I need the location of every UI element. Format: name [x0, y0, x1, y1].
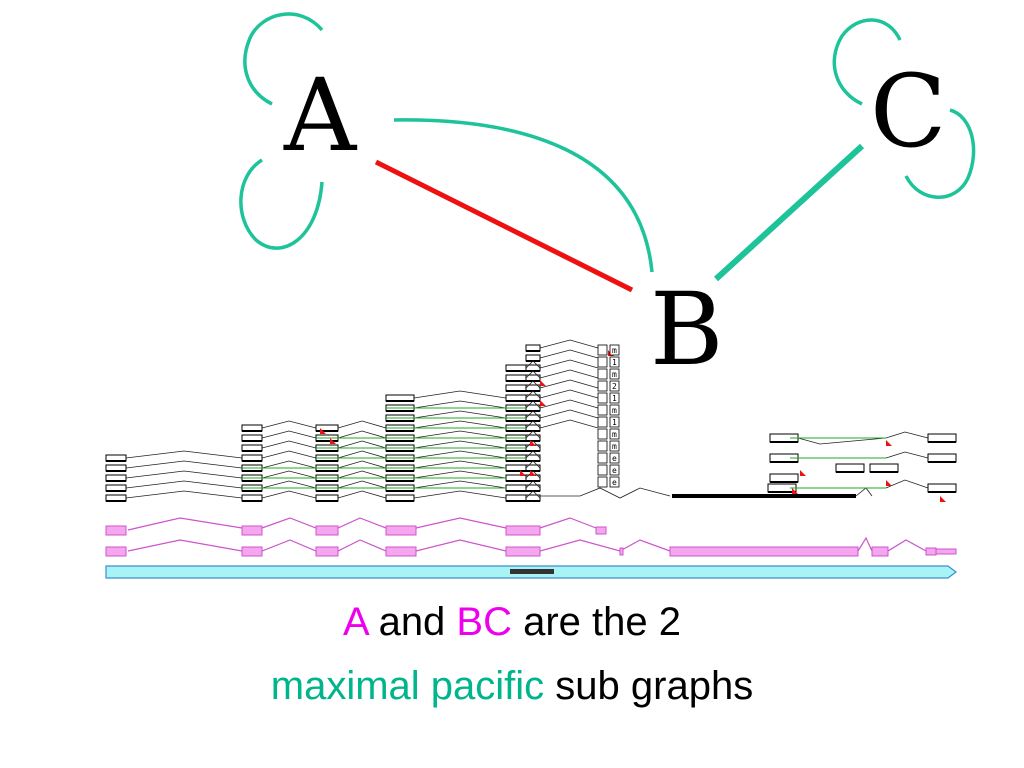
- node-c-label: C: [870, 53, 947, 170]
- red-marker: [540, 400, 546, 406]
- tag-box: [609, 440, 620, 452]
- caption-a: A: [342, 600, 368, 644]
- intron-path: [525, 369, 599, 379]
- tag-box: [597, 476, 608, 488]
- caption-rest-1: are the 2: [512, 600, 682, 644]
- tag-box: [609, 404, 620, 416]
- tag-box: [609, 464, 620, 476]
- red-marker: [530, 440, 536, 446]
- caption-line-1: A and BC are the 2: [0, 598, 1024, 646]
- tag-letter: 1: [612, 394, 617, 403]
- exon-block-right: [927, 433, 957, 443]
- caption-maximal-pacific: maximal pacific: [270, 664, 545, 708]
- exon-block-right: [927, 453, 957, 463]
- pink-transcript-track-1: [105, 517, 607, 536]
- tag-box: [597, 404, 608, 416]
- tag-box: [609, 356, 620, 368]
- tag-box: [609, 428, 620, 440]
- c-self-loop-top: [832, 18, 902, 106]
- genome-axis-bar: [105, 565, 957, 579]
- red-marker: [540, 380, 546, 386]
- tag-box: [597, 356, 608, 368]
- intron-path: [125, 460, 541, 469]
- exon-block-right: [869, 463, 899, 473]
- node-a-label: A: [283, 57, 358, 174]
- tag-box: [609, 380, 620, 392]
- red-marker: [520, 470, 526, 476]
- long-exon: [672, 494, 856, 498]
- red-marker: [886, 440, 892, 446]
- tag-letter: m: [612, 346, 617, 355]
- exon-block-right: [927, 483, 957, 493]
- red-marker: [330, 438, 336, 444]
- intron-path: [525, 379, 599, 389]
- a-self-loop-bottom: [239, 158, 324, 250]
- caption-bc: BC: [456, 600, 512, 644]
- exon-block-right: [769, 473, 799, 483]
- tag-box: [597, 392, 608, 404]
- tag-box: [597, 344, 608, 356]
- red-marker: [320, 428, 326, 434]
- edge-a-b-red: [374, 159, 634, 293]
- red-marker: [800, 470, 806, 476]
- exon-block-right: [835, 463, 865, 473]
- tag-letter: 2: [612, 382, 617, 391]
- tag-box: [597, 368, 608, 380]
- red-marker: [940, 496, 946, 502]
- tag-letter: m: [612, 430, 617, 439]
- tag-letter: 1: [612, 418, 617, 427]
- tag-box: [597, 380, 608, 392]
- tag-box: [609, 392, 620, 404]
- tag-letter: m: [612, 442, 617, 451]
- tag-letter: 1: [612, 358, 617, 367]
- tag-letter: e: [612, 466, 617, 475]
- pink-transcript-track-2: [105, 536, 957, 557]
- caption-line-2: maximal pacific sub graphs: [0, 662, 1024, 710]
- tag-letter: e: [612, 454, 617, 463]
- tag-box: [609, 452, 620, 464]
- intron-path: [539, 349, 599, 359]
- intron-path-right: [797, 431, 929, 489]
- caption-rest-2: sub graphs: [544, 664, 754, 708]
- tag-box: [609, 476, 620, 488]
- intron-path: [413, 409, 599, 419]
- caption-and: and: [367, 600, 457, 644]
- red-marker: [886, 480, 892, 486]
- tag-box: [597, 440, 608, 452]
- intron-path: [261, 419, 599, 429]
- intron-path: [261, 430, 541, 439]
- intron-connectors: [125, 339, 929, 499]
- green-alignment-links: [242, 407, 886, 489]
- intron-path: [125, 470, 541, 479]
- node-b-label: B: [650, 271, 724, 388]
- c-self-loop-right: [904, 108, 976, 199]
- intron-path: [125, 490, 541, 499]
- tag-letter: m: [612, 406, 617, 415]
- red-marker: [530, 470, 536, 476]
- tag-letter: e: [612, 478, 617, 487]
- tag-box: [609, 344, 620, 356]
- intron-path: [125, 480, 541, 489]
- intron-path: [413, 389, 599, 399]
- intron-path: [525, 359, 599, 369]
- tag-box: [597, 452, 608, 464]
- intron-path: [539, 339, 599, 349]
- intron-path: [125, 450, 541, 459]
- tag-box: [597, 464, 608, 476]
- tag-box: [597, 416, 608, 428]
- tag-box: [609, 368, 620, 380]
- tag-box: [597, 428, 608, 440]
- a-self-loop-top: [243, 12, 324, 106]
- edge-b-c: [713, 143, 865, 282]
- intron-path: [413, 399, 599, 409]
- intron-path: [261, 440, 541, 449]
- tag-box: [609, 416, 620, 428]
- tag-letter: m: [612, 370, 617, 379]
- edge-a-b-arc: [393, 118, 654, 273]
- red-marker: [792, 488, 798, 494]
